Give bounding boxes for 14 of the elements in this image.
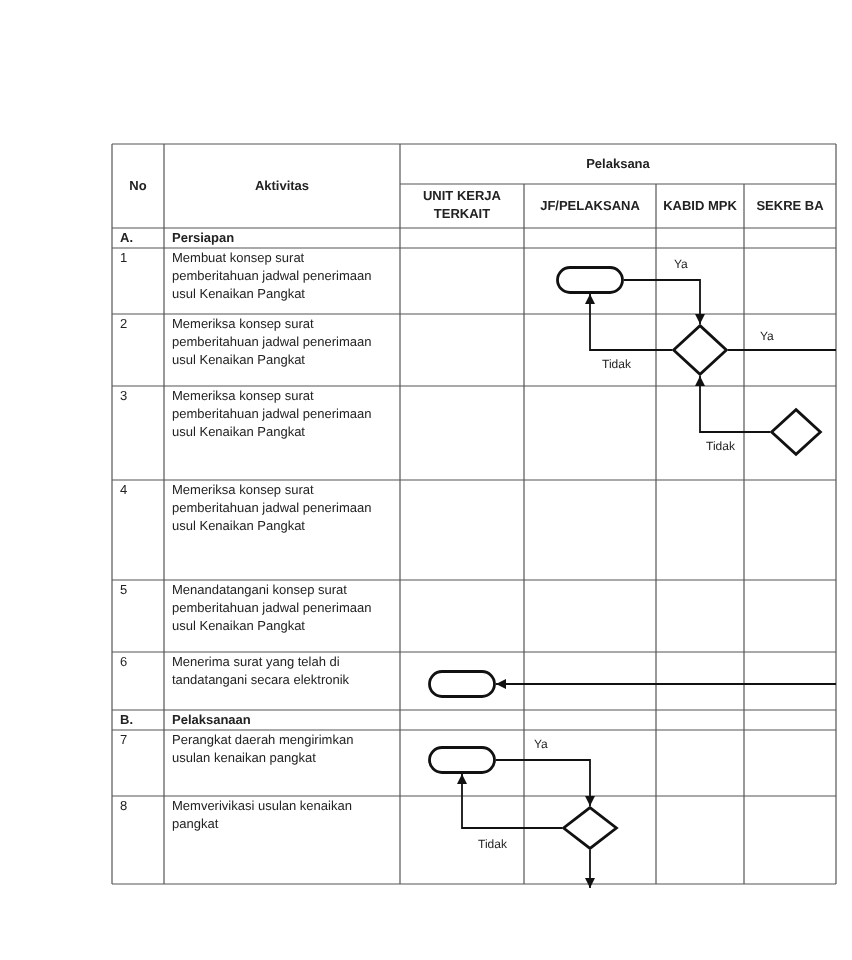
arrow	[623, 279, 705, 325]
arrow	[495, 679, 837, 689]
connector-line	[727, 349, 837, 351]
terminator-shape	[428, 670, 496, 698]
terminator-shape	[428, 746, 496, 774]
arrow	[495, 759, 595, 807]
decision-diamond	[672, 324, 728, 376]
decision-diamond	[562, 806, 618, 850]
arrow	[585, 849, 595, 889]
arrow	[695, 375, 771, 433]
arrow	[585, 293, 673, 351]
decision-diamond	[770, 408, 822, 456]
terminator-shape	[556, 266, 624, 294]
arrow	[457, 773, 563, 829]
